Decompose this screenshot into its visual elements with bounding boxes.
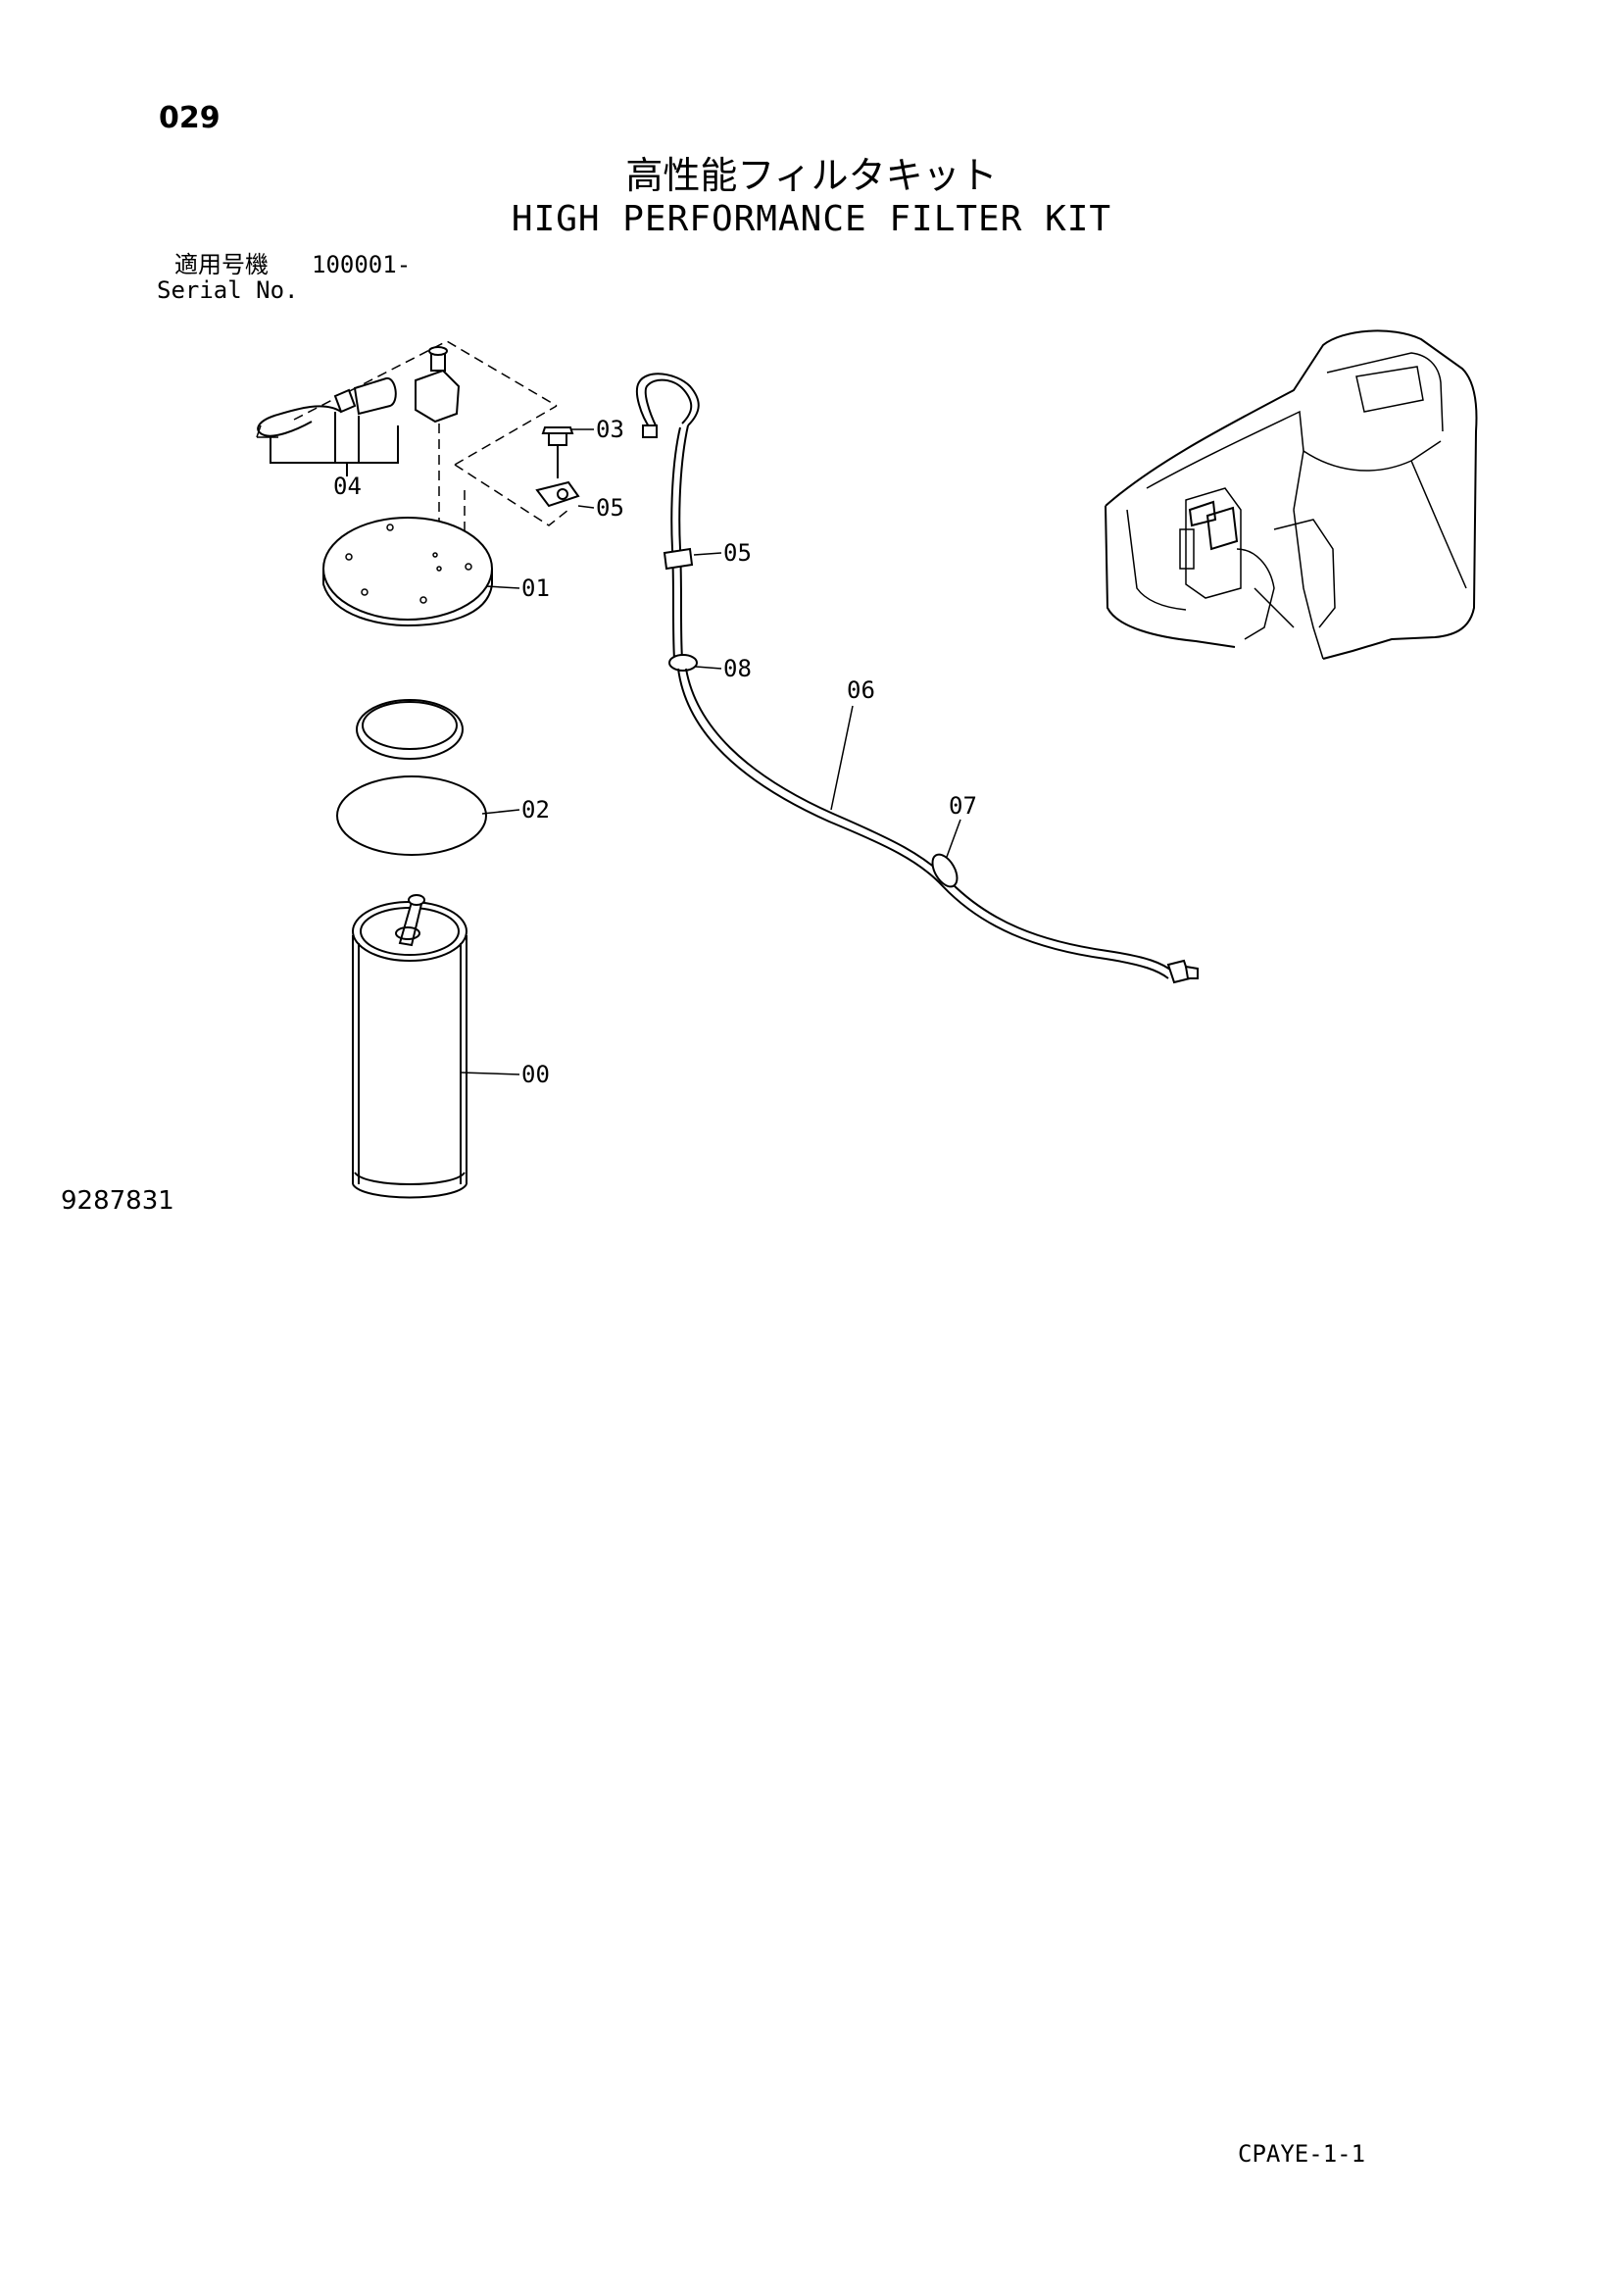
callout-06: 06 <box>847 676 875 704</box>
gasket-drawing <box>336 775 487 856</box>
callout-05-upper: 05 <box>596 494 624 522</box>
title-japanese: 高性能フィルタキット <box>625 154 998 197</box>
callout-05-lower: 05 <box>723 539 752 567</box>
filter-element-drawing <box>352 894 467 1199</box>
drawing-number: 9287831 <box>61 1186 174 1216</box>
serial-label-japanese: 適用号機 <box>174 251 269 278</box>
page-number: 029 <box>159 101 221 135</box>
serial-range-value: 100001- <box>312 251 412 278</box>
callout-leaders <box>460 428 961 1075</box>
sensor-assembly-drawing <box>256 340 569 549</box>
callout-07: 07 <box>949 792 977 820</box>
hose-assembly-drawing <box>635 373 1199 984</box>
callout-04: 04 <box>333 473 362 500</box>
callout-03: 03 <box>596 416 624 443</box>
seal-ring-drawing <box>356 699 464 760</box>
callout-08: 08 <box>723 655 752 682</box>
title-english: HIGH PERFORMANCE FILTER KIT <box>511 199 1112 239</box>
callout-01: 01 <box>521 574 550 602</box>
callout-02: 02 <box>521 796 550 824</box>
cover-plate-drawing <box>322 517 493 627</box>
bolt-and-clamp-drawing <box>535 426 580 508</box>
cab-location-sketch <box>1105 329 1478 660</box>
serial-label-english: Serial No. <box>157 276 299 304</box>
page-code: CPAYE-1-1 <box>1238 2140 1366 2168</box>
callout-00: 00 <box>521 1061 550 1088</box>
